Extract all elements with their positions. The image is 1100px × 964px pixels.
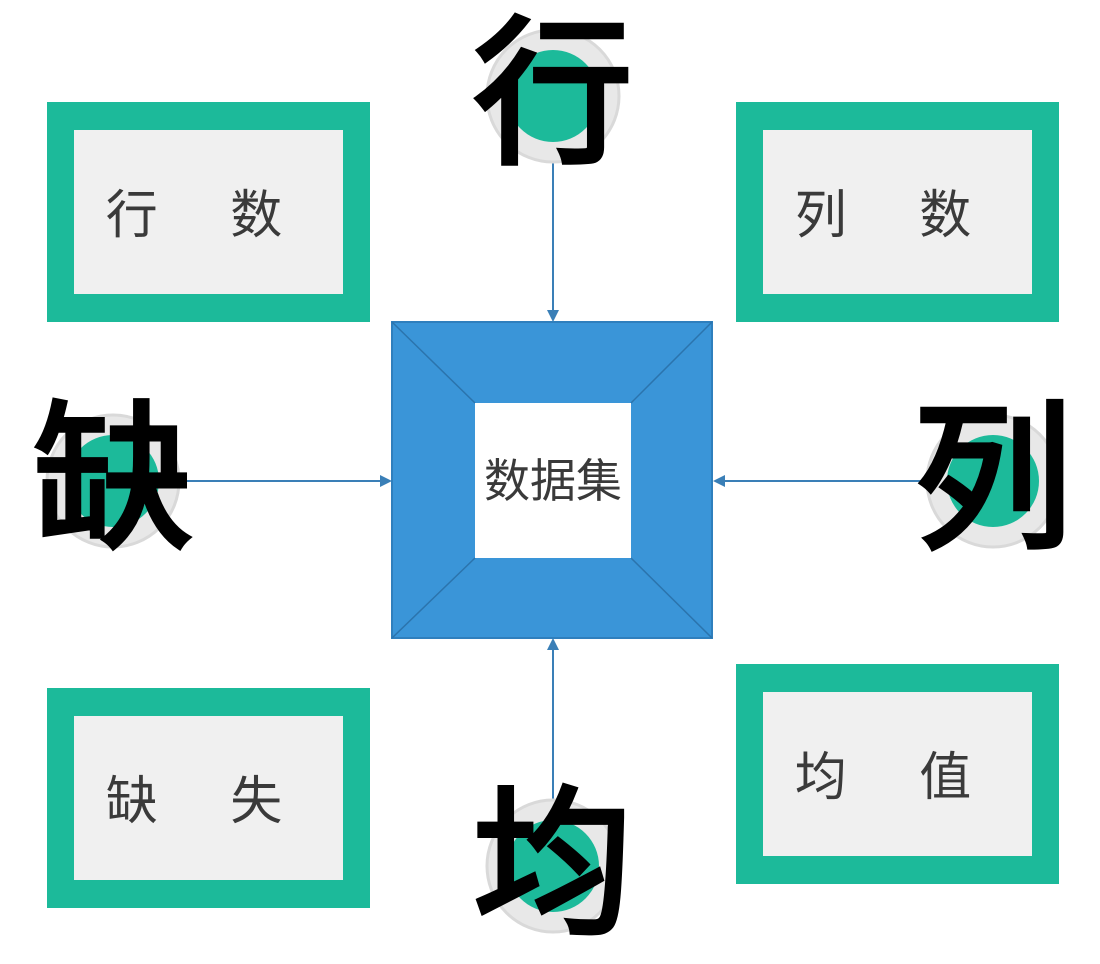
center-dataset-label: 数据集	[484, 454, 622, 508]
node-row: 行	[473, 0, 633, 188]
box-missing: 缺 失	[47, 688, 370, 908]
box-column-count: 列 数	[736, 102, 1059, 322]
node-mean: 均	[473, 770, 633, 958]
node-mean-char: 均	[473, 770, 633, 958]
node-column-char: 列	[913, 385, 1073, 573]
box-row-count: 行 数	[47, 102, 370, 322]
node-column: 列	[913, 385, 1073, 573]
node-row-char: 行	[473, 0, 633, 188]
node-missing-char: 缺	[33, 385, 193, 573]
box-mean: 均 值	[736, 664, 1059, 884]
box-column-count-label: 列 数	[795, 186, 1000, 246]
node-missing: 缺	[33, 385, 193, 573]
box-mean-label: 均 值	[795, 748, 1000, 808]
box-missing-label: 缺 失	[106, 772, 311, 832]
box-row-count-label: 行 数	[106, 186, 311, 246]
center-dataset-frame: 数据集	[391, 321, 713, 639]
